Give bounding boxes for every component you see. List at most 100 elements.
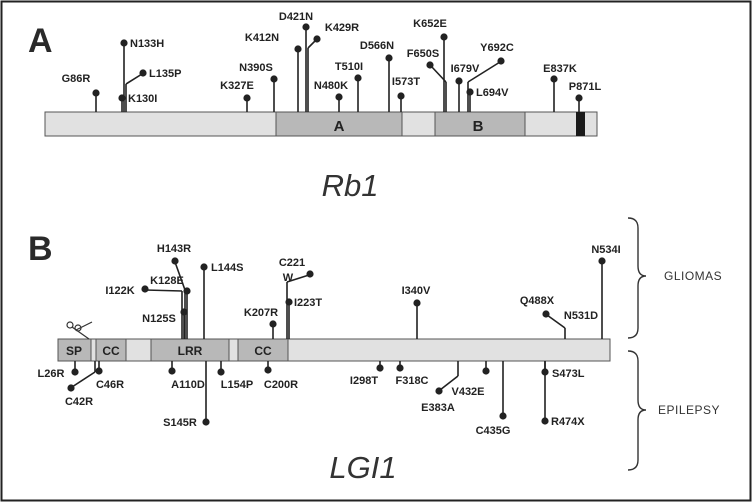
lgi1-label-h143r: H143R [157,243,191,255]
rb1-dot-g86r [92,89,100,97]
lgi1-label-s473l: S473L [552,368,585,380]
lgi1-dot-i122k [141,285,149,293]
rb1-label-n390s: N390S [239,62,273,74]
rb1-label-d566n: D566N [360,40,394,52]
rb1-domain-b-label: B [473,118,484,135]
rb1-dot-d421n [302,23,310,31]
lgi1-label-i298t: I298T [350,375,378,387]
lgi1-label-n125s: N125S [142,313,176,325]
lgi1-label-a110d: A110D [171,379,205,391]
lgi1-label-l26r: L26R [38,368,65,380]
rb1-dot-k412n [294,45,302,53]
lgi1-glioma-labels: H143R K128E L144S I122K N125S C221 W I22… [105,243,620,325]
lgi1-epilepsy-dots [67,364,549,426]
gliomas-label: GLIOMAS [664,269,722,283]
lgi1-label-l154p: L154P [221,379,253,391]
rb1-label-k429r: K429R [325,22,359,34]
rb1-label-n133h: N133H [130,38,164,50]
rb1-dot-t510i [354,74,362,82]
rb1-domain-a-label: A [334,118,345,135]
lgi1-label-c42r: C42R [65,396,93,408]
rb1-label-l694v: L694V [476,87,509,99]
lgi1-label-s145r: S145R [163,417,197,429]
lgi1-label-i340v: I340V [402,285,431,297]
panel-b: B SP CC LRR CC [28,217,722,485]
lgi1-dot-c435g [499,412,507,420]
lgi1-label-c435g: C435G [476,425,511,437]
panel-a-letter: A [28,22,53,60]
rb1-dot-n390s [270,75,278,83]
rb1-label-k652e: K652E [413,18,447,30]
lgi1-cc1-box [95,338,127,362]
lgi1-label-i122k: I122K [105,285,134,297]
rb1-label-l135p: L135P [149,68,181,80]
rb1-dot-d566n [385,54,393,62]
lgi1-glioma-dots [141,257,606,328]
lgi1-dot-l144s [200,263,208,271]
lgi1-label-k207r: K207R [244,307,278,319]
lgi1-dot-i298t [376,364,384,372]
lgi1-dot-l154p [217,368,225,376]
lgi1-dot-s145r [202,418,210,426]
lgi1-dot-c221w [306,270,314,278]
lgi1-cc1-label: CC [102,344,120,358]
lgi1-dot-n534i [598,257,606,265]
lgi1-epilepsy-labels: L26R C46R C42R A110D L154P S145R C200R I… [38,368,586,437]
rb1-label-i679v: I679V [451,63,480,75]
scissors-icon [66,321,93,340]
lgi1-dot-n125s [180,308,188,316]
rb1-dots [92,23,583,102]
rb1-labels: G86R N133H L135P K130I K327E N390S K412N… [62,11,602,105]
lgi1-dot-q488x [542,310,550,318]
lgi1-dot-r474x [541,417,549,425]
rb1-label-n480k: N480K [314,80,348,92]
lgi1-dot-c46r [95,367,103,375]
lgi1-dot-i340v [413,299,421,307]
rb1-label-e837k: E837K [543,63,577,75]
rb1-label-f650s: F650S [407,48,439,60]
lgi1-label-q488x: Q488X [520,295,555,307]
lgi1-dot-v432e [482,367,490,375]
rb1-label-k327e: K327E [220,80,254,92]
rb1-gene-title: Rb1 [322,168,379,203]
panel-a: A A B [28,11,601,203]
lgi1-cc2-box [237,338,289,362]
lgi1-lrr-box [150,338,230,362]
rb1-label-k412n: K412N [245,32,279,44]
lgi1-protein-bar [57,338,611,362]
lgi1-dot-h143r [171,257,179,265]
rb1-dot-l135p [139,69,147,77]
lgi1-label-c221w-line1: C221 [279,257,305,269]
lgi1-label-e383a: E383A [421,402,455,414]
lgi1-label-r474x: R474X [551,416,585,428]
lgi1-label-k128e: K128E [150,275,184,287]
epilepsy-brace [627,350,647,471]
lgi1-label-c200r: C200R [264,379,298,391]
rb1-dot-k429r [313,35,321,43]
rb1-label-d421n: D421N [279,11,313,23]
rb1-stems [95,28,580,112]
rb1-dot-n133h [120,39,128,47]
rb1-dot-n480k [335,93,343,101]
rb1-label-t510i: T510I [335,61,363,73]
lgi1-label-n531d: N531D [564,310,598,322]
epilepsy-label: EPILEPSY [658,403,720,417]
lgi1-dot-i223t [285,298,293,306]
rb1-label-p871l: P871L [569,81,602,93]
lgi1-label-n534i: N534I [591,244,620,256]
rb1-dot-k652e [440,33,448,41]
rb1-label-g86r: G86R [62,73,91,85]
lgi1-dot-e383a [435,387,443,395]
rb1-label-k130i: K130I [128,93,157,105]
rb1-dot-y692c [497,57,505,65]
rb1-dot-p871l [575,94,583,102]
lgi1-label-c46r: C46R [96,379,124,391]
lgi1-dot-f318c [396,364,404,372]
rb1-dot-k327e [243,94,251,102]
lgi1-dot-a110d [168,367,176,375]
rb1-dot-e837k [550,75,558,83]
rb1-domain-a-box [275,111,403,137]
lgi1-label-i223t: I223T [294,297,322,309]
lgi1-dot-s473l [541,368,549,376]
